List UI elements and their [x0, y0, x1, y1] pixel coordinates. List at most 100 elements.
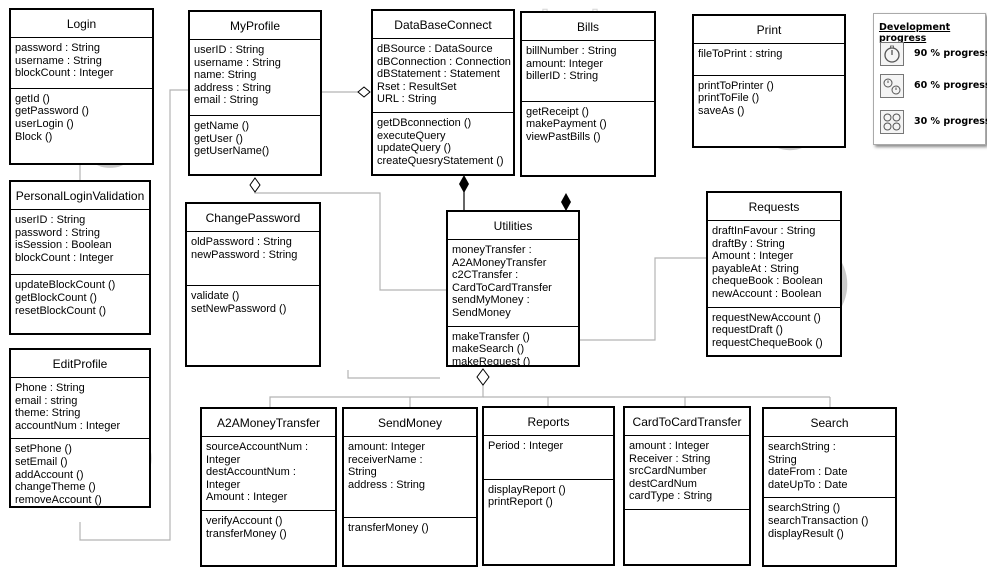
methods-section: verifyAccount ()transferMoney () [202, 511, 335, 544]
attribute: fileToPrint : string [698, 48, 783, 60]
method: setNewPassword () [191, 302, 287, 315]
attribute: sendMyMoney : [452, 294, 530, 307]
method: getUser () [194, 132, 243, 145]
method: getId () [15, 92, 50, 105]
attributes-section: Period : Integer [484, 436, 613, 480]
quad-stopwatch-icon [880, 110, 904, 134]
method: removeAccount () [15, 493, 102, 506]
attribute: Phone : String [15, 382, 85, 394]
connector-changepassword-utilities [347, 370, 440, 379]
attribute: SendMoney [452, 306, 511, 319]
attribute: String [348, 466, 377, 479]
method: requestNewAccount () [712, 311, 821, 324]
attribute: amount: Integer [348, 441, 426, 453]
attribute: username : String [194, 56, 281, 69]
attribute: draftBy : String [712, 237, 785, 250]
attribute: password : String [15, 226, 100, 239]
class-name: Reports [484, 408, 613, 436]
attribute: Rset : ResultSet [377, 80, 457, 93]
attribute: dBStatement : Statement [377, 68, 500, 81]
method: makePayment () [526, 118, 607, 131]
method: makeTransfer () [452, 330, 530, 343]
method: printToPrinter () [698, 79, 774, 92]
attribute: chequeBook : Boolean [712, 275, 823, 288]
attribute: password : String [15, 42, 100, 54]
method: viewPastBills () [526, 130, 601, 143]
attribute: srcCardNumber [629, 465, 707, 478]
method: getUserName() [194, 145, 270, 158]
method: printToFile () [698, 92, 760, 105]
method: transferMoney () [348, 522, 429, 535]
method: requestChequeBook () [712, 336, 823, 349]
aggregation-diamond-myprofile [249, 177, 261, 193]
method: userLogin () [15, 117, 74, 130]
class-name: Login [11, 10, 152, 38]
class-name: CardToCardTransfer [625, 408, 749, 436]
method: searchString () [768, 502, 841, 515]
attribute: amount : Integer [629, 440, 710, 452]
single-stopwatch-icon [880, 42, 904, 66]
method: resetBlockCount () [15, 304, 107, 317]
attribute: email : String [194, 94, 259, 107]
method: searchTransaction () [768, 514, 869, 527]
attribute: newAccount : Boolean [712, 287, 822, 300]
attribute: Receiver : String [629, 452, 711, 465]
attribute: cardType : String [629, 490, 713, 503]
method: executeQuery [377, 129, 446, 142]
attribute: name: String [194, 69, 257, 82]
methods-section: requestNewAccount ()requestDraft ()reque… [708, 308, 840, 354]
method: setEmail () [15, 455, 68, 468]
attribute: dBConnection : Connection [377, 55, 511, 68]
attribute: dateFrom : Date [768, 466, 848, 479]
method: transferMoney () [206, 527, 287, 540]
attribute: Amount : Integer [712, 250, 794, 263]
class-name: Bills [522, 13, 654, 41]
method: updateQuery () [377, 142, 451, 155]
methods-section: displayReport ()printReport () [484, 480, 613, 513]
attribute: billNumber : String [526, 45, 617, 57]
attribute: isSession : Boolean [15, 239, 112, 252]
class-name: Search [764, 409, 895, 437]
legend-title: Development progress [879, 22, 951, 44]
attribute: destAccountNum : [206, 466, 296, 479]
method: addAccount () [15, 468, 84, 481]
attribute: destCardNum [629, 477, 697, 490]
legend-label-30: 30 % progress [914, 116, 987, 127]
attributes-section: fileToPrint : string [694, 44, 844, 76]
method: makeSearch () [452, 343, 525, 356]
methods-section: updateBlockCount ()getBlockCount ()reset… [11, 275, 149, 321]
class-name: MyProfile [190, 12, 320, 40]
methods-section: transferMoney () [344, 518, 476, 539]
attribute: dateUpTo : Date [768, 478, 848, 491]
attribute: dBSource : DataSource [377, 43, 493, 55]
attribute: address : String [348, 478, 426, 491]
composition-diamond-bills [561, 193, 571, 211]
method: getReceipt () [526, 105, 589, 118]
attribute: payableAt : String [712, 262, 799, 275]
method: getName () [194, 119, 250, 132]
attribute: accountNum : Integer [15, 419, 121, 432]
attribute: A2AMoneyTransfer [452, 256, 547, 269]
